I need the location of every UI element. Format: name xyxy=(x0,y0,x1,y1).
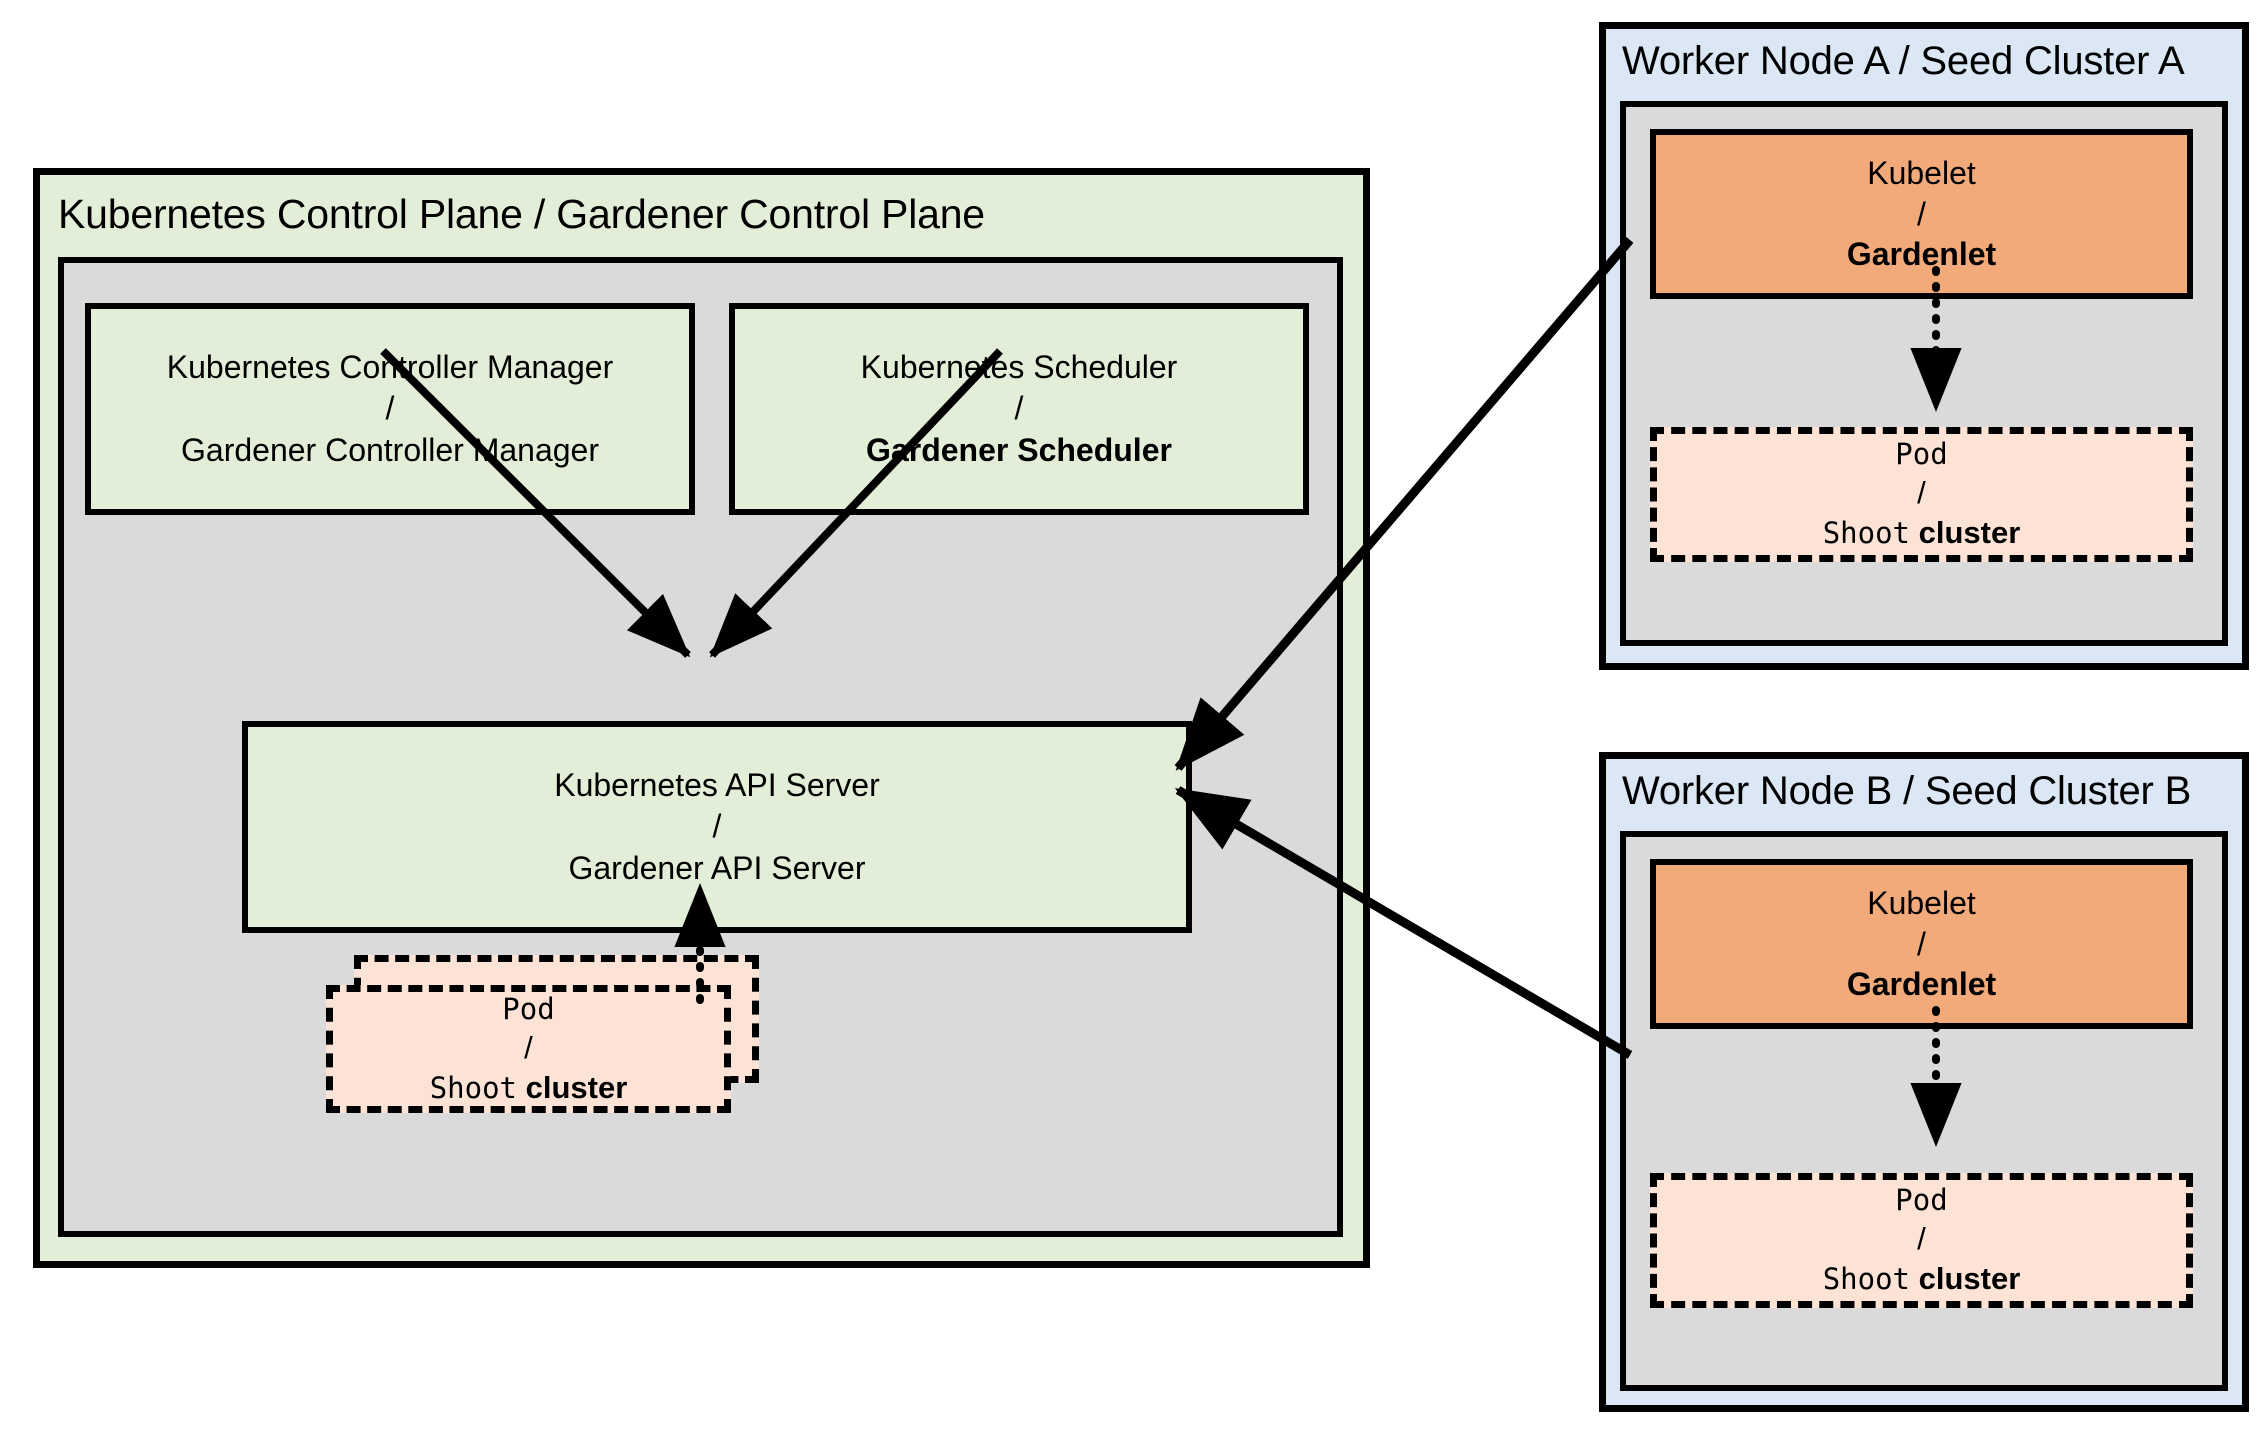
control-plane-pod-labels: Pod / Shoot cluster xyxy=(430,991,628,1107)
api-server-labels: Kubernetes API Server / Gardener API Ser… xyxy=(554,765,880,890)
control-plane-panel: Kubernetes Control Plane / Gardener Cont… xyxy=(33,168,1370,1268)
worker-b-kubelet-line1: Kubelet xyxy=(1867,884,1976,921)
controller-manager-line2: Gardener Controller Manager xyxy=(181,431,599,468)
worker-b-kubelet-line2: Gardenlet xyxy=(1846,966,1997,1003)
controller-manager-line1: Kubernetes Controller Manager xyxy=(166,348,614,385)
worker-node-a-title: Worker Node A / Seed Cluster A xyxy=(1622,39,2185,83)
worker-b-pod-labels: Pod / Shoot cluster xyxy=(1823,1182,2021,1298)
scheduler-line2: Gardener Scheduler xyxy=(866,431,1172,468)
worker-a-pod-labels: Pod / Shoot cluster xyxy=(1823,436,2021,552)
control-plane-title: Kubernetes Control Plane / Gardener Cont… xyxy=(58,191,985,237)
worker-b-pod-line2-bold: cluster xyxy=(1918,1261,2021,1297)
api-server-line1: Kubernetes API Server xyxy=(554,766,880,803)
worker-node-b-panel: Worker Node B / Seed Cluster B Kubelet /… xyxy=(1599,752,2249,1412)
control-plane-pod-separator: / xyxy=(524,1029,533,1065)
scheduler-separator: / xyxy=(1014,390,1024,427)
worker-b-pod-box[interactable]: Pod / Shoot cluster xyxy=(1650,1173,2193,1308)
worker-a-kubelet-gardenlet-box[interactable]: Kubelet / Gardenlet xyxy=(1650,129,2193,299)
worker-b-pod-line1: Pod xyxy=(1895,1183,1948,1218)
control-plane-pod-box[interactable]: Pod / Shoot cluster xyxy=(326,985,731,1113)
control-plane-pod-line2-mono: Shoot xyxy=(429,1070,517,1105)
control-plane-inner-panel: Kubernetes Controller Manager / Gardener… xyxy=(58,257,1343,1237)
worker-b-kubelet-separator: / xyxy=(1917,925,1926,962)
scheduler-labels: Kubernetes Scheduler / Gardener Schedule… xyxy=(861,347,1178,472)
api-server-line2: Gardener API Server xyxy=(568,849,866,886)
worker-a-kubelet-line2: Gardenlet xyxy=(1846,236,1997,273)
worker-b-pod-line2-mono: Shoot xyxy=(1822,1262,1910,1297)
scheduler-line1: Kubernetes Scheduler xyxy=(860,348,1178,385)
worker-node-a-panel: Worker Node A / Seed Cluster A Kubelet /… xyxy=(1599,22,2249,670)
worker-a-pod-line1: Pod xyxy=(1895,437,1948,472)
worker-a-pod-line2-bold: cluster xyxy=(1918,515,2021,551)
worker-a-kubelet-line1: Kubelet xyxy=(1867,154,1976,191)
worker-a-pod-box[interactable]: Pod / Shoot cluster xyxy=(1650,427,2193,562)
worker-a-kubelet-separator: / xyxy=(1917,195,1926,232)
control-plane-pod-line1: Pod xyxy=(502,991,555,1026)
worker-a-pod-separator: / xyxy=(1917,475,1926,511)
worker-a-pod-line2-mono: Shoot xyxy=(1822,516,1910,551)
kubernetes-controller-manager-box[interactable]: Kubernetes Controller Manager / Gardener… xyxy=(85,303,695,515)
kubernetes-scheduler-box[interactable]: Kubernetes Scheduler / Gardener Schedule… xyxy=(729,303,1309,515)
api-server-separator: / xyxy=(712,808,722,845)
worker-b-pod-line2: Shoot cluster xyxy=(1823,1259,2021,1299)
worker-node-b-inner-panel: Kubelet / Gardenlet Pod / Shoot cluster xyxy=(1620,831,2228,1391)
worker-node-a-inner-panel: Kubelet / Gardenlet Pod / Shoot cluster xyxy=(1620,101,2228,646)
worker-b-kubelet-gardenlet-box[interactable]: Kubelet / Gardenlet xyxy=(1650,859,2193,1029)
control-plane-pod-line2-bold: cluster xyxy=(525,1069,628,1105)
kubernetes-api-server-box[interactable]: Kubernetes API Server / Gardener API Ser… xyxy=(242,721,1192,933)
worker-a-pod-line2: Shoot cluster xyxy=(1823,513,2021,553)
control-plane-pod-line2: Shoot cluster xyxy=(430,1068,628,1108)
worker-a-kubelet-labels: Kubelet / Gardenlet xyxy=(1847,153,1996,276)
controller-manager-separator: / xyxy=(385,390,395,427)
worker-node-b-title: Worker Node B / Seed Cluster B xyxy=(1622,769,2192,813)
controller-manager-labels: Kubernetes Controller Manager / Gardener… xyxy=(167,347,613,472)
worker-b-kubelet-labels: Kubelet / Gardenlet xyxy=(1847,883,1996,1006)
worker-b-pod-separator: / xyxy=(1917,1221,1926,1257)
